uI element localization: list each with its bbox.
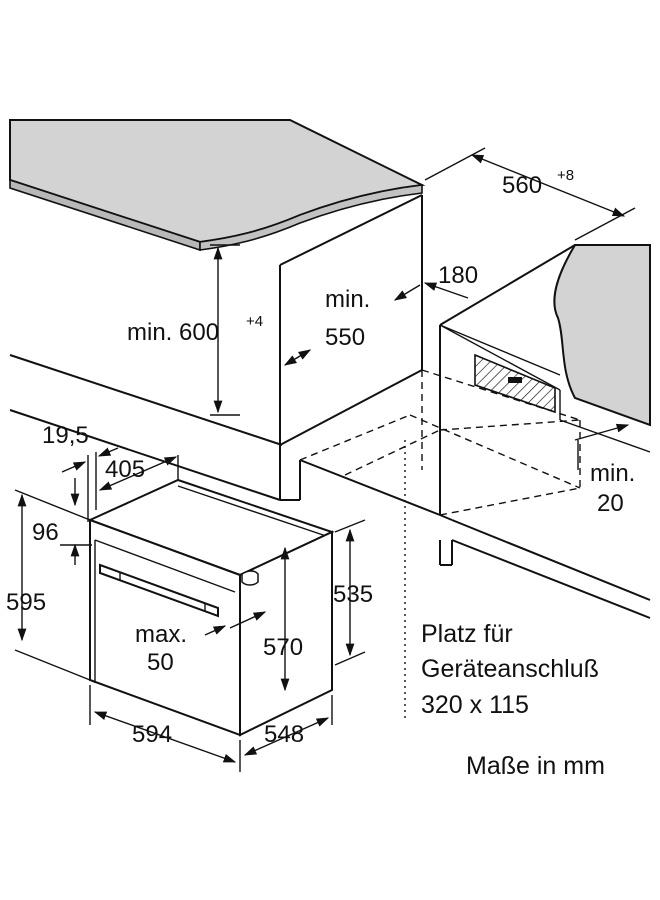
dimension-labels: 560 +8 min. 600 +4 min. 550 180 min. 20 … bbox=[6, 167, 635, 748]
connection-area bbox=[474, 353, 556, 414]
label-handle-max-1: max. bbox=[135, 621, 187, 648]
label-overall-height: 595 bbox=[6, 589, 46, 616]
label-body-height: 535 bbox=[333, 581, 373, 608]
label-depth-min-1: min. bbox=[325, 286, 370, 313]
oven bbox=[87, 478, 335, 737]
label-top-depth: 405 bbox=[105, 456, 145, 483]
note-connection-1: Platz für bbox=[421, 620, 513, 648]
label-vent-gap: 180 bbox=[438, 262, 478, 289]
label-width-cutout-tol: +8 bbox=[557, 167, 574, 184]
notes: Platz für Geräteanschluß 320 x 115 Maße … bbox=[421, 620, 605, 780]
label-overall-depth: 548 bbox=[264, 721, 304, 748]
label-rear-gap-2: 20 bbox=[597, 490, 624, 517]
control-knob-icon bbox=[241, 570, 259, 586]
label-overall-width: 594 bbox=[132, 721, 172, 748]
countertop-left bbox=[9, 119, 426, 252]
label-handle-max-2: 50 bbox=[147, 649, 174, 676]
dimension-lines bbox=[14, 147, 636, 772]
label-width-cutout: 560 bbox=[502, 172, 542, 199]
label-rear-gap-1: min. bbox=[590, 460, 635, 487]
label-height-cutout: min. 600 bbox=[127, 319, 219, 346]
label-depth-min-2: 550 bbox=[325, 324, 365, 351]
label-inner-height: 570 bbox=[263, 634, 303, 661]
note-units: Maße in mm bbox=[466, 752, 605, 780]
label-front-offset: 19,5 bbox=[42, 422, 89, 449]
note-connection-3: 320 x 115 bbox=[421, 691, 529, 719]
label-height-cutout-tol: +4 bbox=[246, 313, 263, 330]
note-connection-2: Geräteanschluß bbox=[421, 655, 599, 683]
oven-handle bbox=[99, 563, 219, 618]
countertop-right bbox=[553, 244, 651, 427]
label-top-height: 96 bbox=[32, 519, 59, 546]
